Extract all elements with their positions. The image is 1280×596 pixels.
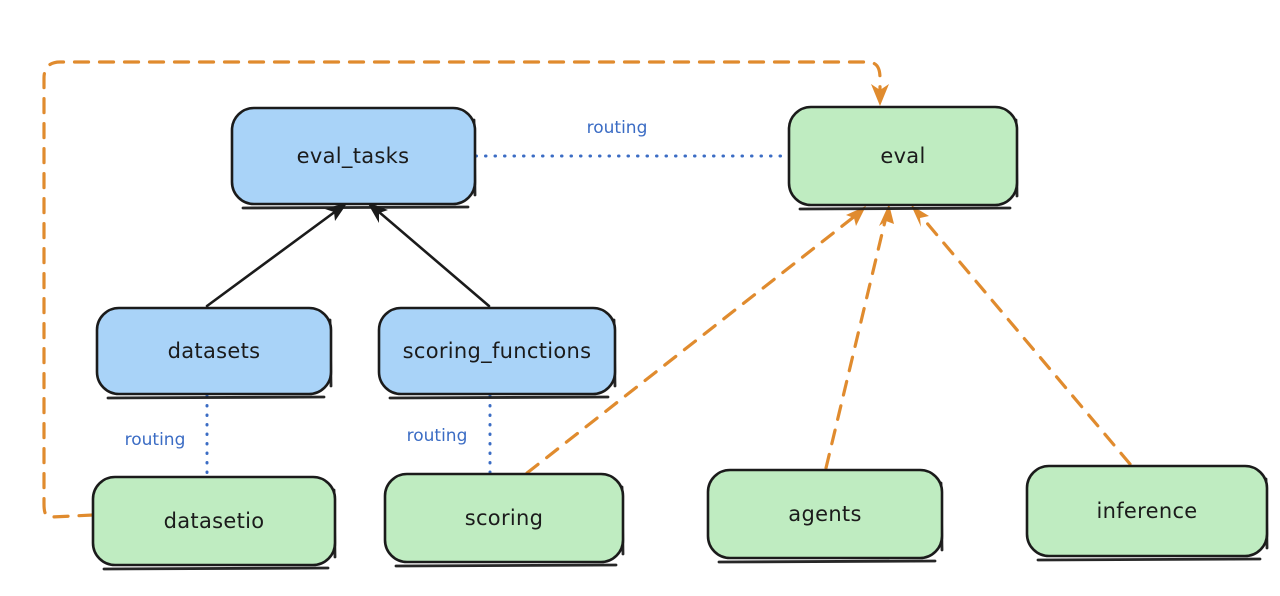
node-datasetio[interactable]: datasetio xyxy=(91,475,337,571)
node-label-scoring_functions: scoring_functions xyxy=(403,339,592,364)
node-eval[interactable]: eval xyxy=(787,105,1019,211)
edge-inference-to-eval xyxy=(911,205,1132,466)
node-scoring[interactable]: scoring xyxy=(383,472,625,568)
node-inference[interactable]: inference xyxy=(1025,464,1269,562)
node-agents[interactable]: agents xyxy=(706,468,944,564)
node-label-agents: agents xyxy=(788,502,861,526)
node-label-eval_tasks: eval_tasks xyxy=(297,144,410,169)
edge-scoring-to-eval xyxy=(525,206,866,475)
node-label-inference: inference xyxy=(1096,499,1197,523)
node-label-scoring: scoring xyxy=(465,506,544,530)
node-label-datasets: datasets xyxy=(168,339,261,363)
node-label-datasetio: datasetio xyxy=(164,509,265,533)
edge-datasetio-to-eval xyxy=(42,60,889,519)
node-scoring_functions[interactable]: scoring_functions xyxy=(377,306,617,400)
edge-scoring_functions-to-eval_tasks xyxy=(367,202,491,308)
edge-datasets-to-eval_tasks xyxy=(205,202,348,308)
node-eval_tasks[interactable]: eval_tasks xyxy=(230,106,477,210)
edge-label-routing-datasetio: routing xyxy=(125,430,186,450)
node-label-eval: eval xyxy=(880,144,925,168)
edge-agents-to-eval xyxy=(824,204,894,470)
node-datasets[interactable]: datasets xyxy=(95,306,333,400)
edge-label-routing-scoring: routing xyxy=(407,426,468,446)
edge-label-routing-eval: routing xyxy=(587,118,648,138)
